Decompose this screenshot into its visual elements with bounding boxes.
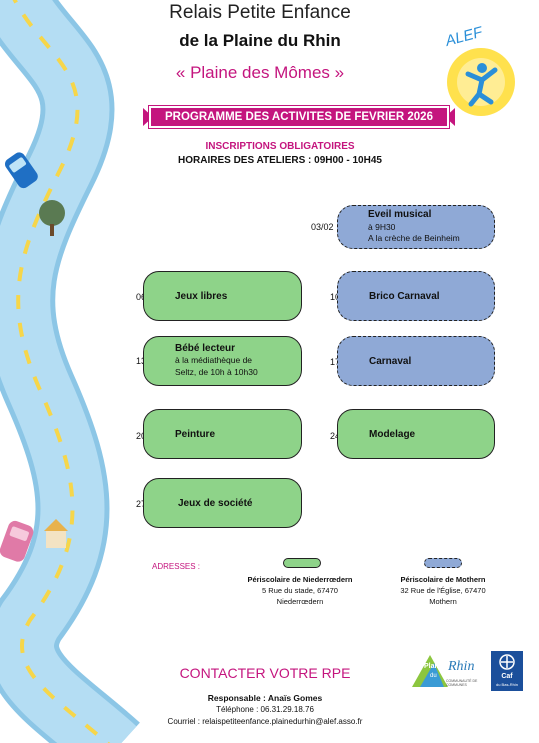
activity-title: Eveil musical xyxy=(368,209,432,220)
plaine-du-rhin-logo: Plaine du Rhin COMMUNAUTÉ DE COMMUNES xyxy=(410,653,482,689)
activity-title: Jeux libres xyxy=(175,291,228,302)
plaine-text: Plaine xyxy=(424,663,445,670)
caf-text: Caf xyxy=(501,673,513,680)
activity-title: Modelage xyxy=(369,429,416,440)
activity-title: Carnaval xyxy=(369,356,412,367)
activity-detail: Seltz, de 10h à 10h30 xyxy=(175,367,258,377)
activity-card: Modelage xyxy=(337,409,495,459)
activity-card: Peinture xyxy=(143,409,302,459)
alef-logo: ALEF xyxy=(443,24,515,116)
activity-card: Jeux de société xyxy=(143,478,302,528)
activity-title: Brico Carnaval xyxy=(369,291,440,302)
activity-detail: à la médiathèque de xyxy=(175,355,253,365)
address-street: 5 Rue du stade, 67470 xyxy=(262,586,338,595)
rhin-text: Rhin xyxy=(448,659,475,674)
caf-logo: Caf du Bas-Rhin xyxy=(491,651,523,691)
activity-detail: A la crèche de Beinheim xyxy=(368,233,460,243)
pink-car-icon xyxy=(0,520,34,562)
address-name: Périscolaire de Mothern xyxy=(400,575,486,584)
address-city: Niederrœdern xyxy=(276,597,324,606)
address-name: Périscolaire de Niederrœdern xyxy=(247,575,353,584)
plaine-caption: COMMUNAUTÉ DE COMMUNES xyxy=(446,679,478,687)
activity-title: Jeux de société xyxy=(178,498,253,509)
activity-date: 03/02 xyxy=(311,222,334,232)
activity-detail: à 9H30 xyxy=(368,222,396,232)
du-text: du xyxy=(430,673,437,679)
activity-card: Jeux libres xyxy=(143,271,302,321)
addresses-label: ADRESSES : xyxy=(152,562,201,571)
activity-card: Eveil musical à 9H30 A la crèche de Bein… xyxy=(337,205,495,249)
contact-telephone: Téléphone : 06.31.29.18.76 xyxy=(216,705,314,714)
activity-card: Carnaval xyxy=(337,336,495,386)
inscriptions-note: INSCRIPTIONS OBLIGATOIRES xyxy=(205,141,355,152)
schedule-hours: HORAIRES DES ATELIERS : 09H00 - 10H45 xyxy=(178,155,382,166)
address-city: Mothern xyxy=(429,597,457,606)
banner-text: PROGRAMME DES ACTIVITES DE FEVRIER 2026 xyxy=(165,111,433,123)
program-banner: PROGRAMME DES ACTIVITES DE FEVRIER 2026 xyxy=(143,106,455,128)
activity-card: Brico Carnaval xyxy=(337,271,495,321)
blue-car-icon xyxy=(4,152,38,189)
tree-icon xyxy=(39,200,65,226)
contact-title: CONTACTER VOTRE RPE xyxy=(179,665,351,681)
activity-card: Bébé lecteur à la médiathèque de Seltz, … xyxy=(143,336,302,386)
header-title: Relais Petite Enfance xyxy=(169,2,351,23)
header-subtitle: de la Plaine du Rhin xyxy=(179,31,341,50)
alef-logo-text: ALEF xyxy=(443,24,485,51)
caf-caption: du Bas-Rhin xyxy=(495,682,518,687)
address-street: 32 Rue de l'Église, 67470 xyxy=(400,586,486,595)
house-icon xyxy=(44,519,68,548)
contact-responsable: Responsable : Anaïs Gomes xyxy=(207,693,323,703)
header-nickname: « Plaine des Mômes » xyxy=(175,63,345,82)
legend-green-swatch xyxy=(283,558,321,568)
contact-email: Courriel : relaispetiteenfance.plainedur… xyxy=(167,717,363,726)
activity-title: Peinture xyxy=(175,429,216,440)
activity-title: Bébé lecteur xyxy=(175,343,236,354)
legend-blue-swatch xyxy=(424,558,462,568)
